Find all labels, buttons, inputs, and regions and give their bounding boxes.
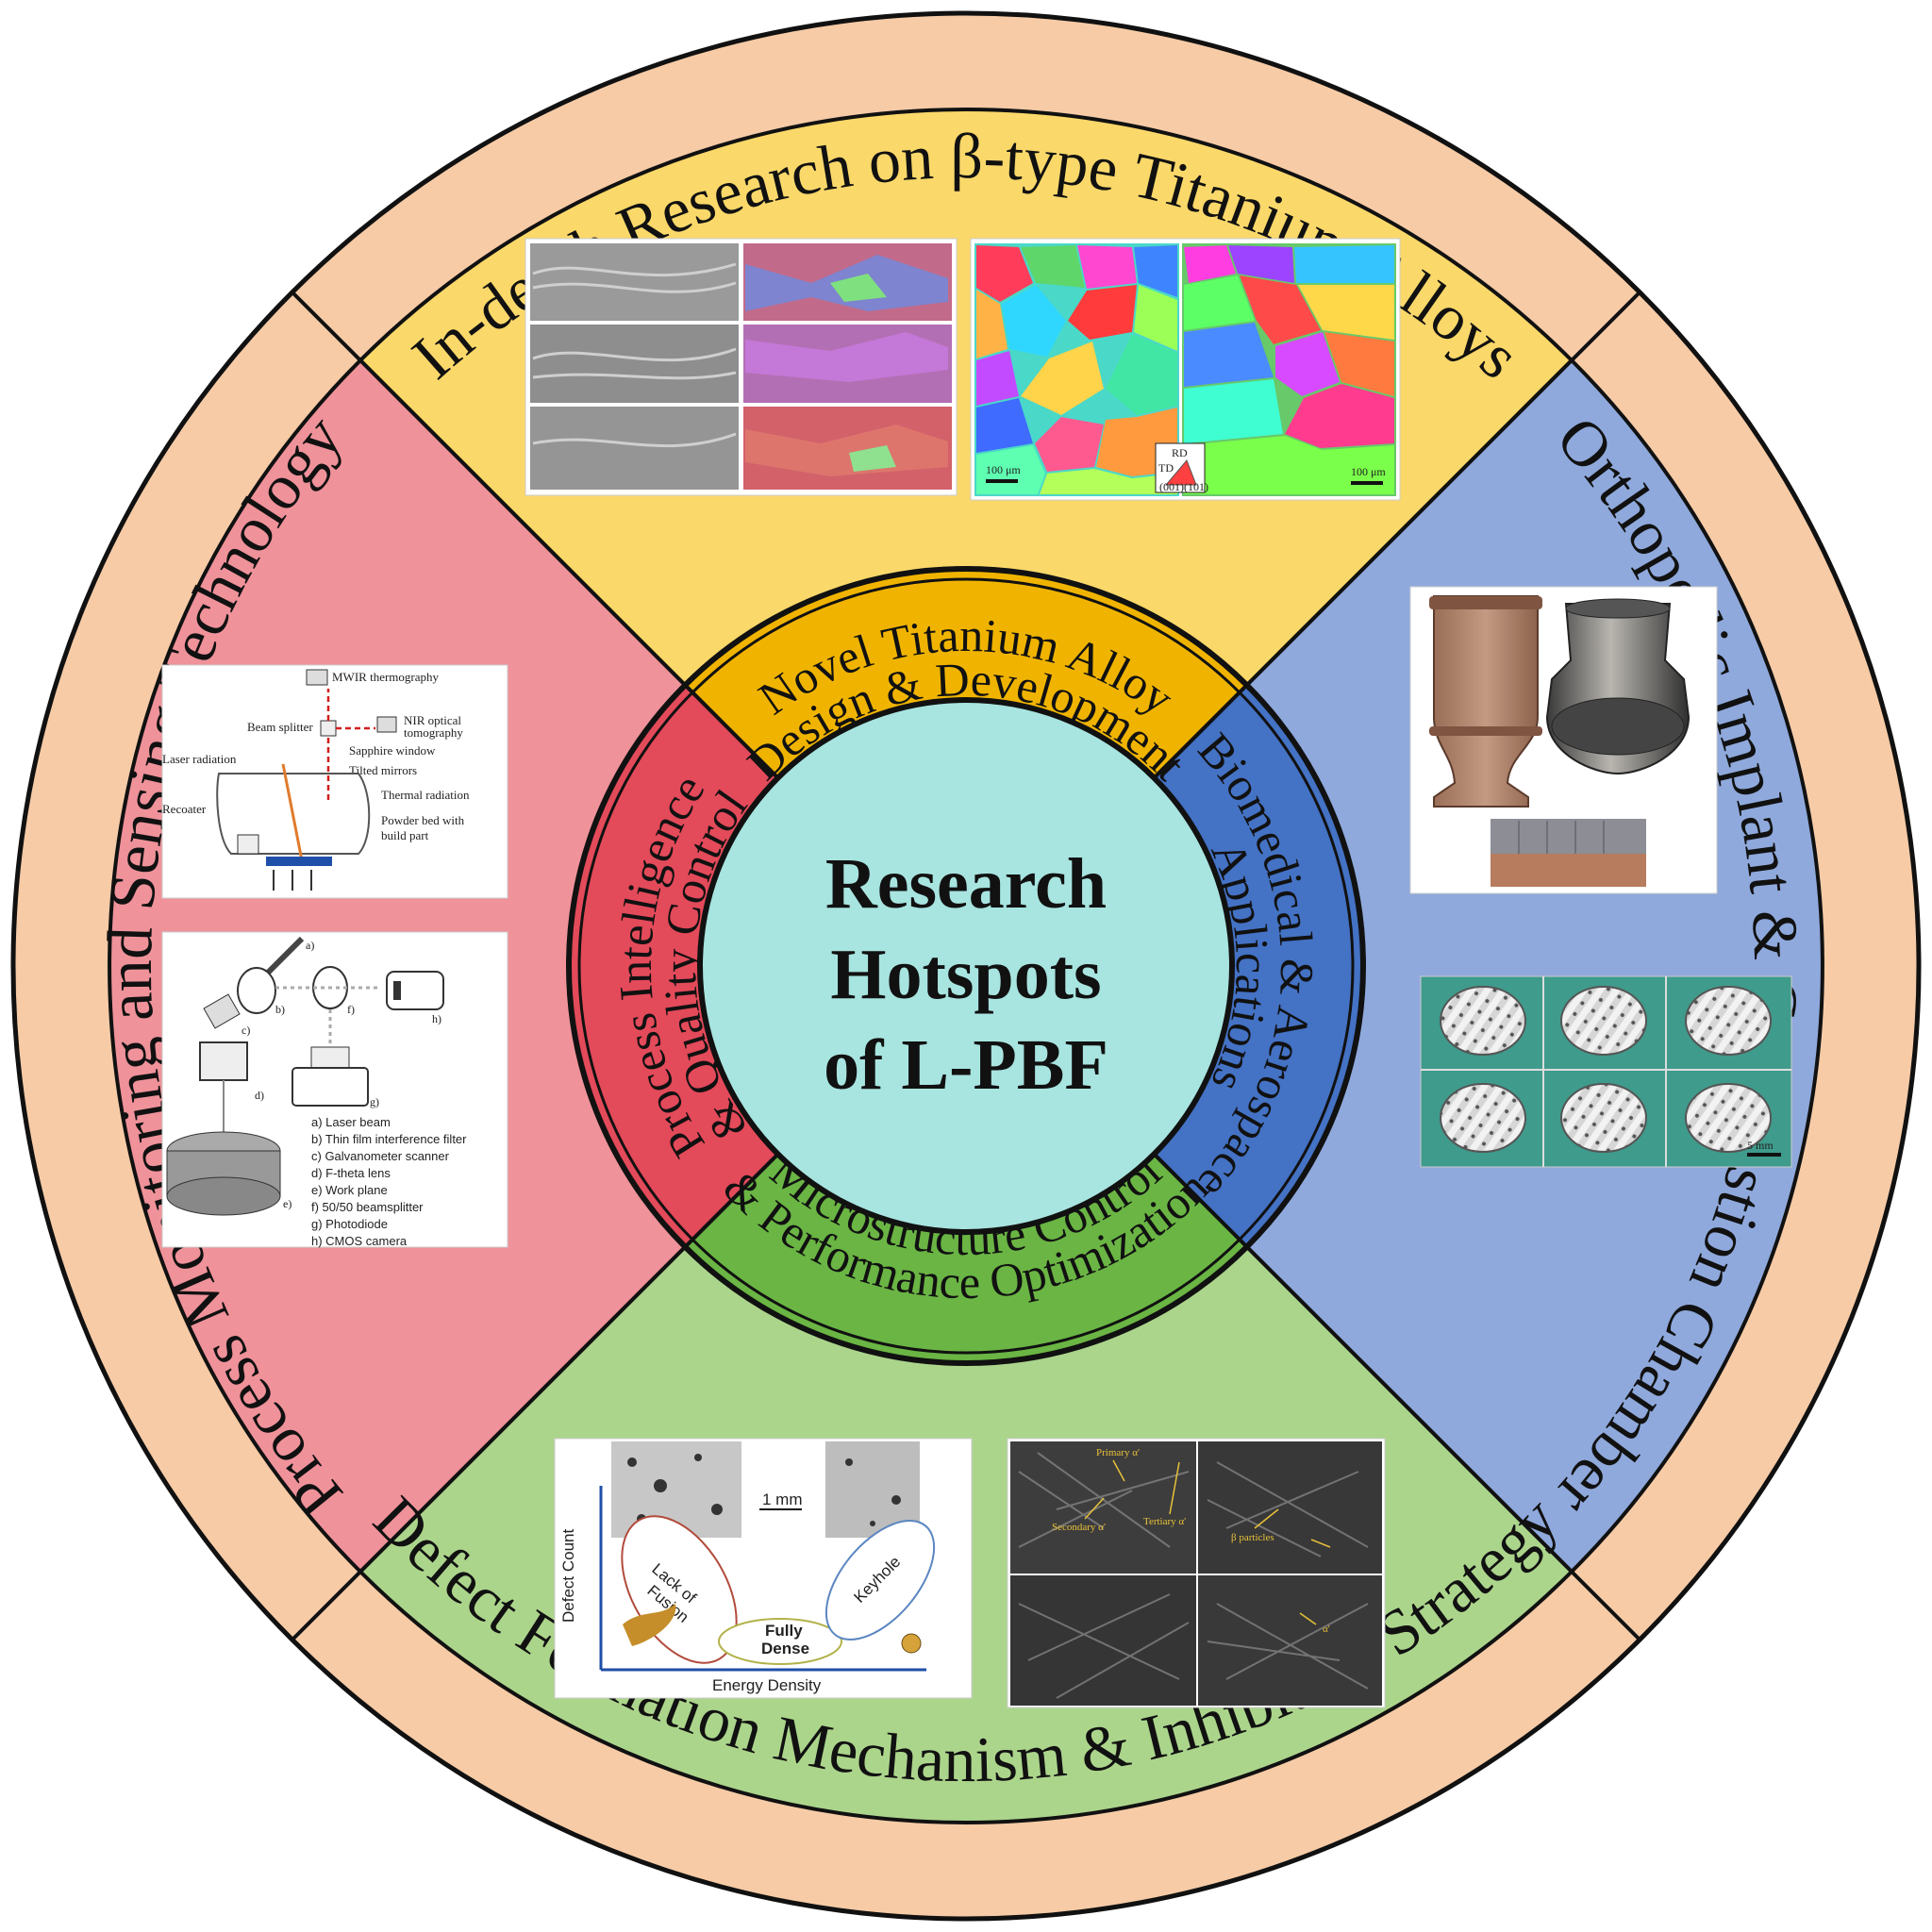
ipf-legend-td: TD	[1158, 461, 1174, 475]
center-title-line-1: Research	[825, 844, 1107, 924]
monitoring-schematic-figure: MWIR thermography Beam splitter NIR opti…	[161, 664, 508, 899]
label-thermal-radiation: Thermal radiation	[381, 788, 470, 802]
mwir-camera-icon	[306, 669, 328, 686]
build-chamber-outline	[216, 773, 371, 855]
sem-label-beta-particles: β particles	[1231, 1532, 1274, 1543]
label-tilted-mirrors: Tilted mirrors	[349, 763, 417, 777]
ipf-legend-rd: RD	[1172, 446, 1188, 459]
optics-legend-e: e) Work plane	[311, 1183, 388, 1197]
optics-letter-c: c)	[242, 1024, 250, 1037]
ring-dividers	[291, 291, 1641, 1641]
optics-letter-d: d)	[255, 1089, 264, 1102]
label-sapphire: Sapphire window	[349, 743, 436, 758]
optics-legend-h: h) CMOS camera	[311, 1234, 408, 1248]
center-title-line-2: Hotspots	[830, 935, 1101, 1014]
scale-label-left: 100 μm	[986, 463, 1021, 476]
sem-label-tertiary: Tertiary α'	[1143, 1516, 1186, 1527]
scale-bar-left	[986, 479, 1018, 483]
label-powder-bed-1: Powder bed with	[381, 813, 465, 827]
optics-letter-h: h)	[432, 1012, 441, 1025]
optics-legend-f: f) 50/50 beamsplitter	[311, 1200, 424, 1214]
grain-cells	[976, 245, 1394, 494]
sem-strip-panels	[530, 243, 739, 490]
label-laser-radiation: Laser radiation	[162, 752, 237, 766]
optics-letter-e: e)	[283, 1197, 291, 1210]
optical-layout-figure: a) b) c) d) e) f) g) h) a) Laser beam b)…	[161, 931, 508, 1248]
nir-camera-icon	[376, 716, 397, 733]
defect-x-axis-label: Energy Density	[712, 1676, 822, 1694]
optics-legend-d: d) F-theta lens	[311, 1166, 391, 1180]
region-label-dense: Dense	[761, 1640, 809, 1657]
region-fully-dense	[718, 1618, 842, 1665]
defect-y-axis-label: Defect Count	[559, 1529, 577, 1623]
beam-splitter-icon	[320, 720, 337, 737]
label-recoater: Recoater	[162, 802, 207, 816]
center-circle	[697, 697, 1235, 1235]
optics-letter-f: f)	[347, 1003, 355, 1016]
optics-legend-a: a) Laser beam	[311, 1115, 391, 1129]
ebsd-strip-panels	[743, 243, 952, 490]
sector-left	[108, 358, 969, 1574]
ebsd-grain-map-figure: RD TD (001) (101) 100 μm 100 μm	[970, 238, 1401, 501]
optics-letter-a: a)	[306, 939, 314, 952]
optics-legend-c: c) Galvanometer scanner	[311, 1149, 450, 1163]
defect-map-figure: 1 mm Defect Count Energy Density Lack of…	[554, 1438, 973, 1699]
ipf-legend-001: (001)	[1159, 480, 1184, 493]
sem-label-primary: Primary α'	[1096, 1447, 1140, 1458]
scale-bar-right	[1351, 481, 1383, 485]
label-mwir: MWIR thermography	[332, 670, 440, 684]
label-powder-bed-2: build part	[381, 828, 429, 842]
scale-bar-implant	[1747, 1153, 1781, 1157]
label-nir-1: NIR optical	[404, 713, 461, 727]
optics-legend-b: b) Thin film interference filter	[311, 1132, 467, 1146]
porous-implant-figure: 5 mm	[1420, 975, 1792, 1168]
defect-scale-label: 1 mm	[762, 1491, 803, 1508]
label-nir-2: tomography	[404, 725, 463, 740]
implant-discs	[1440, 986, 1772, 1153]
combustion-chamber-figure	[1409, 586, 1718, 894]
sem-label-secondary: Secondary α'	[1052, 1522, 1106, 1533]
region-keyhole	[824, 1520, 936, 1641]
center-title-line-3: of L-PBF	[824, 1025, 1108, 1105]
scale-label-implant: 5 mm	[1747, 1139, 1774, 1152]
region-label-fully: Fully	[765, 1622, 803, 1640]
sem-alpha-prime-figure: Primary α' Secondary α' Tertiary α' β pa…	[1007, 1438, 1386, 1708]
scale-label-right: 100 μm	[1351, 465, 1386, 478]
sem-ebsd-figure	[525, 238, 958, 496]
ipf-legend-101: (101)	[1184, 480, 1208, 493]
label-beam-splitter: Beam splitter	[247, 720, 313, 734]
optics-letter-g: g)	[370, 1095, 379, 1108]
optics-legend-g: g) Photodiode	[311, 1217, 388, 1231]
sem-label-alpha: α'	[1323, 1624, 1330, 1635]
optics-letter-b: b)	[275, 1003, 285, 1016]
